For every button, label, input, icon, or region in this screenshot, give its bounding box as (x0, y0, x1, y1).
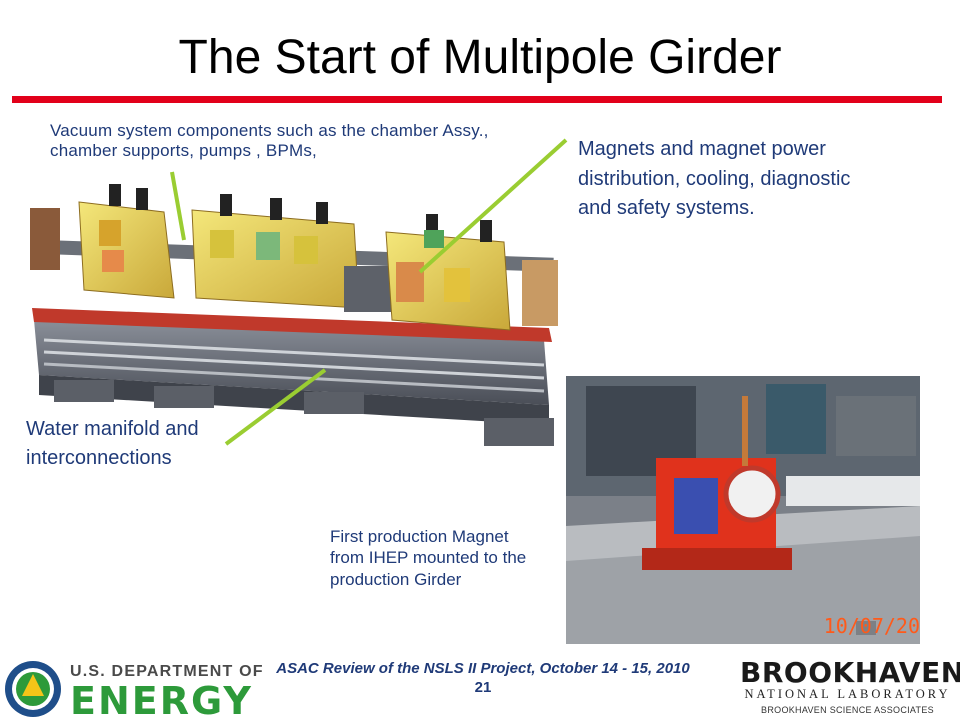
callout-vacuum-text: Vacuum system components such as the cha… (50, 121, 489, 161)
photo-date-stamp: 10/07/20 (823, 614, 920, 638)
production-magnet-photo: 10/07/20 (566, 376, 920, 644)
photo-caption: First production Magnet from IHEP mounte… (330, 527, 527, 589)
callout-magnets-text: Magnets and magnet power distribution, c… (578, 138, 851, 220)
bnl-logo-name: BROOKHAVEN (740, 656, 960, 689)
doe-seal-icon (5, 661, 61, 717)
slide-title: The Start of Multipole Girder (178, 31, 782, 84)
slide-footer: ASAC Review of the NSLS II Project, Octo… (248, 660, 718, 698)
doe-logo-line2: ENERGY (70, 679, 253, 723)
doe-logo: U.S. DEPARTMENT OF ENERGY (70, 663, 264, 720)
callout-water-text: Water manifold and interconnections (26, 418, 199, 469)
bnl-logo: BROOKHAVEN NATIONAL LABORATORY BROOKHAVE… (740, 656, 960, 716)
bnl-logo-subtitle: NATIONAL LABORATORY (744, 687, 951, 702)
girder-rendering (30, 184, 558, 446)
title-underline (12, 96, 942, 103)
bnl-associates: BROOKHAVEN SCIENCE ASSOCIATES (761, 705, 934, 716)
footer-review-text: ASAC Review of the NSLS II Project, Octo… (276, 660, 690, 677)
page-number: 21 (474, 678, 492, 696)
doe-logo-line1: U.S. DEPARTMENT OF (70, 663, 264, 680)
